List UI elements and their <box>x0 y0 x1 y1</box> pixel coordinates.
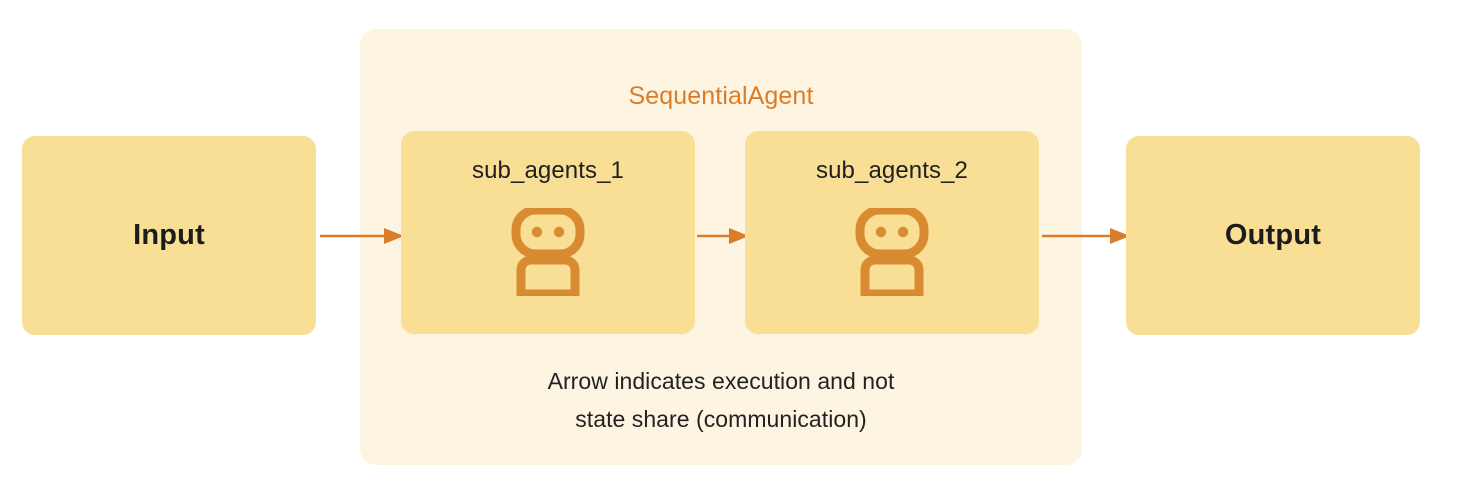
input-label: Input <box>133 219 205 251</box>
diagram-caption: Arrow indicates execution and not state … <box>360 362 1082 438</box>
output-label: Output <box>1224 219 1322 251</box>
sub-agent-label-2: sub_agents_2 <box>816 157 968 184</box>
arrow-input-to-agent1 <box>320 228 404 244</box>
sub-agent-label-1: sub_agents_1 <box>472 157 624 184</box>
arrow-agent1-to-agent2 <box>697 228 749 244</box>
caption-line-2: state share (communication) <box>575 406 867 432</box>
arrow-agent2-to-output <box>1042 228 1130 244</box>
sub-agent-box-1: sub_agents_1 <box>401 131 695 334</box>
caption-line-1: Arrow indicates execution and not <box>547 368 895 394</box>
robot-icon <box>511 208 585 296</box>
output-box: Output <box>1126 136 1420 335</box>
robot-icon <box>855 208 929 296</box>
sub-agent-box-2: sub_agents_2 <box>745 131 1039 334</box>
sequential-agent-title: SequentialAgent <box>628 82 814 110</box>
input-box: Input <box>22 136 316 335</box>
